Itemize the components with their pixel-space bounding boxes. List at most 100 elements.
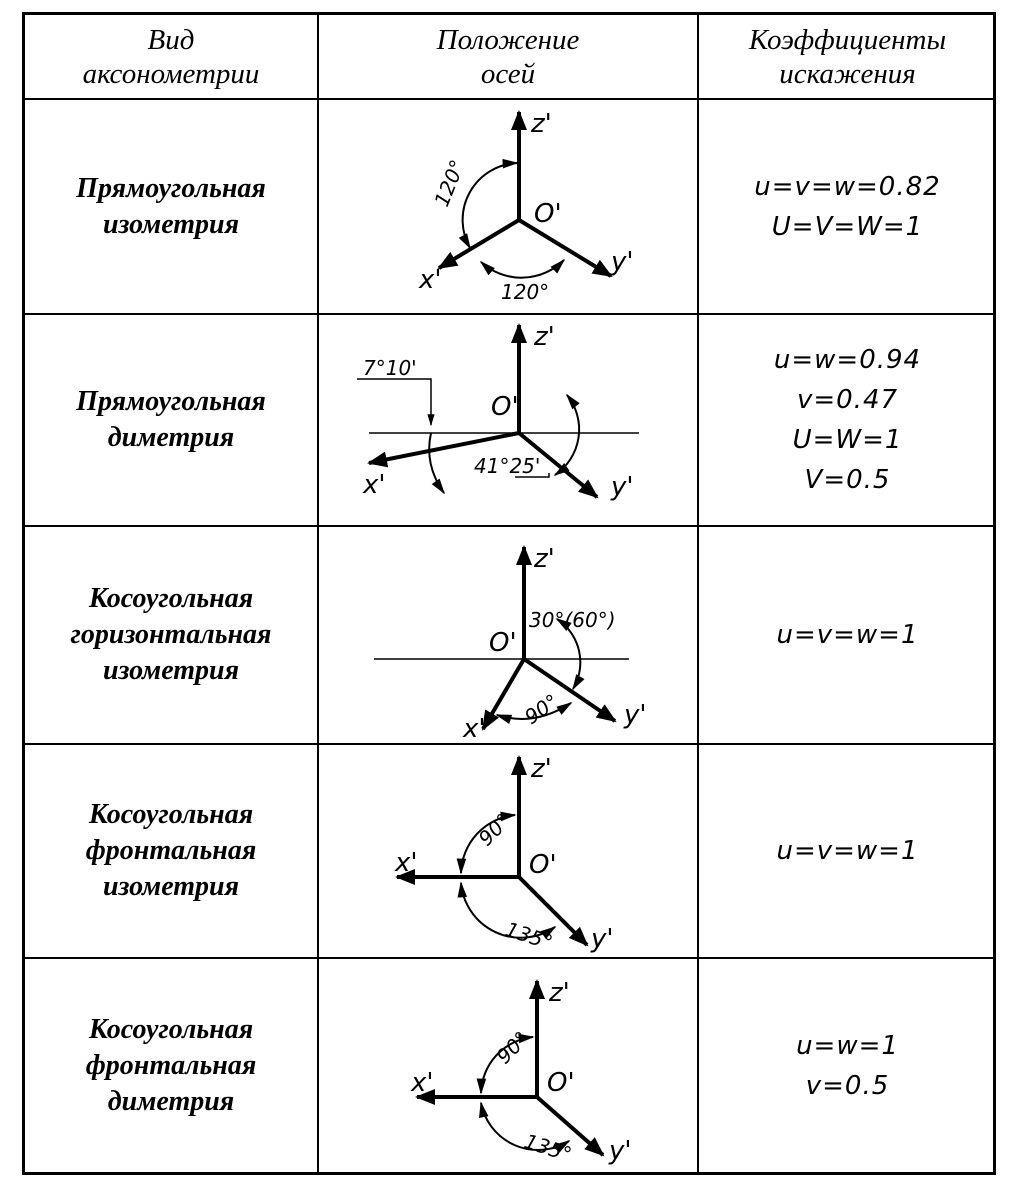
x-label: x' xyxy=(462,714,486,743)
row-divider xyxy=(25,957,993,959)
angle-label-x: 7°10' xyxy=(363,356,417,380)
angle-arc-xy xyxy=(495,702,573,725)
row-2-name-line1: Прямоугольная xyxy=(76,386,266,417)
row-1-axes-diagram: z' O' x' y' 120° 120° xyxy=(418,109,634,304)
angle-arc-xy xyxy=(457,881,557,940)
x-label: x' xyxy=(418,265,442,295)
angle-label-y: 41°25' xyxy=(474,454,540,478)
row-4-name: Косоугольная фронтальная изометрия xyxy=(25,745,317,957)
row-2-coefficients: u=w=0.94 v=0.47 U=W=1 V=0.5 xyxy=(699,315,996,525)
angle-arc-xy xyxy=(479,258,566,279)
header-type-line1: Вид xyxy=(147,23,195,56)
header-axes-line2: осей xyxy=(480,57,536,90)
row-2-name: Прямоугольная диметрия xyxy=(25,315,317,525)
x-label: x' xyxy=(362,470,386,500)
origin-label: O' xyxy=(491,392,519,422)
row-5-name-line3: диметрия xyxy=(107,1085,235,1117)
row-3-name-line3: изометрия xyxy=(102,655,240,686)
row-4-axes-diagram: z' O' x' y' 90° 135° xyxy=(394,754,614,955)
z-label: z' xyxy=(533,322,555,352)
header-type: Вид аксонометрии xyxy=(25,15,317,98)
row-3-name-line2: горизонтальная xyxy=(70,619,272,650)
row-2-axes-diagram: z' O' x' y' 7°10' 41°25' xyxy=(357,322,639,502)
header-coef-line1: Коэффициенты xyxy=(748,23,947,56)
row-4-coefficients: u=v=w=1 xyxy=(699,745,996,957)
origin-label: O' xyxy=(534,199,562,229)
row-4-name-line1: Косоугольная xyxy=(88,799,254,830)
angle-label-zx: 90° xyxy=(492,1026,534,1068)
angle-label-zy: 30°(60°) xyxy=(529,608,616,632)
header-coefficients: Коэффициенты искажения xyxy=(699,15,996,98)
row-3-name-line1: Косоугольная xyxy=(88,583,254,614)
row-1-coef-2: U=V=W=1 xyxy=(771,211,924,242)
row-3-coef-1: u=v=w=1 xyxy=(776,620,919,650)
column-divider xyxy=(697,15,699,1172)
angle-label-xy: 120° xyxy=(501,280,549,304)
row-4-name-line3: изометрия xyxy=(102,871,240,902)
angle-arc-zy xyxy=(555,618,585,691)
angle-label-xy: 135° xyxy=(502,917,555,955)
x-axis xyxy=(437,218,521,270)
row-5-name: Косоугольная фронтальная диметрия xyxy=(25,959,317,1172)
z-label: z' xyxy=(530,109,552,139)
origin-label: O' xyxy=(547,1068,575,1098)
leader-41-25 xyxy=(515,473,550,478)
row-5-name-line2: фронтальная xyxy=(85,1049,257,1081)
row-divider xyxy=(25,313,993,315)
row-1-name: Прямоугольная изометрия xyxy=(25,100,317,313)
column-divider xyxy=(317,15,319,1172)
angle-arc-zy xyxy=(553,393,581,476)
row-2-coef-1: u=w=0.94 xyxy=(773,345,922,375)
z-label: z' xyxy=(548,978,570,1008)
y-axis xyxy=(517,218,613,278)
y-label: y' xyxy=(610,472,634,502)
z-label: z' xyxy=(533,544,555,574)
header-divider xyxy=(25,98,993,100)
angle-arc-x xyxy=(428,432,445,495)
angle-arc-zx xyxy=(476,1033,535,1095)
header-axes: Положение осей xyxy=(319,15,697,98)
x-axis xyxy=(481,657,526,731)
y-label: y' xyxy=(608,1136,632,1166)
angle-label-zx: 90° xyxy=(474,808,516,850)
row-2-coef-3: U=W=1 xyxy=(792,425,903,455)
row-3-name: Косоугольная горизонтальная изометрия xyxy=(25,527,317,743)
angle-arc-zx xyxy=(458,158,519,250)
x-label: x' xyxy=(394,848,418,878)
y-label: y' xyxy=(590,924,614,954)
row-5-coef-1: u=w=1 xyxy=(796,1030,899,1061)
angle-label-xy: 135° xyxy=(521,1129,574,1167)
header-type-line2: аксонометрии xyxy=(82,57,260,90)
row-5-name-line1: Косоугольная xyxy=(88,1013,254,1045)
row-1-name-line2: изометрия xyxy=(102,208,240,240)
row-1-coefficients: u=v=w=0.82 U=V=W=1 xyxy=(699,100,996,313)
header-axes-line1: Положение xyxy=(436,23,580,56)
axonometry-table: Вид аксонометрии Положение осей Коэффици… xyxy=(22,12,996,1175)
row-5-axes-diagram: z' O' x' y' 90° 135° xyxy=(410,978,632,1167)
row-1-name-line1: Прямоугольная xyxy=(76,172,266,204)
row-5-coefficients: u=w=1 v=0.5 xyxy=(699,959,996,1172)
origin-label: O' xyxy=(529,850,557,880)
row-4-name-line2: фронтальная xyxy=(85,835,257,866)
z-label: z' xyxy=(530,754,552,784)
row-2-name-line2: диметрия xyxy=(107,422,235,453)
row-5-coef-2: v=0.5 xyxy=(805,1070,890,1101)
y-label: y' xyxy=(610,247,634,277)
row-divider xyxy=(25,525,993,527)
angle-arc-zx xyxy=(456,811,517,875)
x-label: x' xyxy=(410,1068,434,1098)
row-divider xyxy=(25,743,993,745)
angle-arc-xy xyxy=(479,1101,571,1153)
x-axis xyxy=(367,431,520,468)
row-4-coef-1: u=v=w=1 xyxy=(776,836,919,866)
row-1-coef-1: u=v=w=0.82 xyxy=(754,171,941,202)
origin-label: O' xyxy=(489,628,517,658)
y-label: y' xyxy=(623,700,647,730)
row-2-coef-4: V=0.5 xyxy=(804,465,891,495)
angle-label-zx: 120° xyxy=(429,156,469,210)
leader-7-10 xyxy=(357,378,435,427)
header-coef-line2: искажения xyxy=(779,57,916,90)
row-3-coefficients: u=v=w=1 xyxy=(699,527,996,743)
row-2-coef-2: v=0.47 xyxy=(796,385,899,415)
angle-label-xy: 90° xyxy=(520,689,563,729)
